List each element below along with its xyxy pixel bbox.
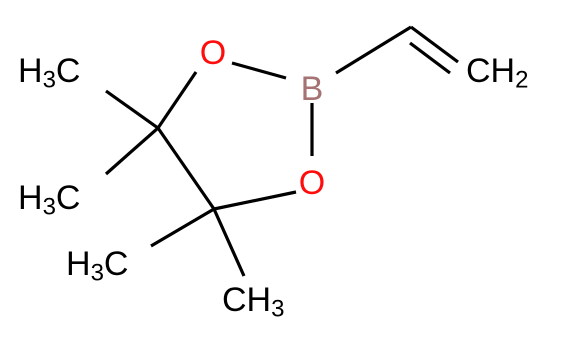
methyl-group-bottom: CH3 bbox=[222, 281, 284, 323]
bond-b-vinyl bbox=[335, 25, 412, 75]
vinyl-ch2-group: CH2 bbox=[466, 52, 528, 94]
vinyl-sub: 2 bbox=[515, 67, 528, 94]
methyl-group-top: H3C bbox=[18, 52, 80, 94]
bond-c2-methyl-bottom bbox=[212, 208, 246, 277]
bond-group bbox=[104, 25, 459, 277]
methyl-mid-sub: 3 bbox=[43, 194, 56, 221]
vinyl-ch: CH bbox=[466, 52, 515, 90]
atom-labels: O B O H3C H3C H3C CH3 CH2 bbox=[18, 34, 528, 323]
methyl-top-h: H bbox=[18, 52, 43, 90]
methyl-top-sub: 3 bbox=[43, 67, 56, 94]
bond-c1-methyl-top bbox=[105, 89, 159, 130]
bond-o1-b bbox=[231, 61, 287, 80]
methyl-group-mid: H3C bbox=[18, 179, 80, 221]
methyl-mid-c: C bbox=[56, 179, 81, 217]
methyl-low-sub: 3 bbox=[91, 260, 104, 287]
bond-c1-methyl-mid bbox=[104, 126, 160, 176]
bond-c2-methyl-low bbox=[150, 207, 215, 248]
methyl-low-h: H bbox=[66, 245, 91, 283]
bond-vinyl-double-2 bbox=[409, 41, 451, 75]
oxygen-atom-2: O bbox=[299, 164, 325, 202]
bond-vinyl-double-1 bbox=[410, 25, 459, 64]
methyl-bottom-sub: 3 bbox=[271, 296, 284, 323]
bond-o2-c2 bbox=[213, 190, 297, 211]
methyl-top-c: C bbox=[56, 52, 81, 90]
methyl-low-c: C bbox=[104, 245, 129, 283]
bond-c2-c1 bbox=[156, 127, 216, 210]
methyl-group-low: H3C bbox=[66, 245, 128, 287]
boron-atom: B bbox=[301, 70, 324, 108]
methyl-bottom-ch: CH bbox=[222, 281, 271, 319]
bond-c1-o1 bbox=[156, 71, 198, 129]
methyl-mid-h: H bbox=[18, 179, 43, 217]
oxygen-atom-1: O bbox=[200, 34, 226, 72]
